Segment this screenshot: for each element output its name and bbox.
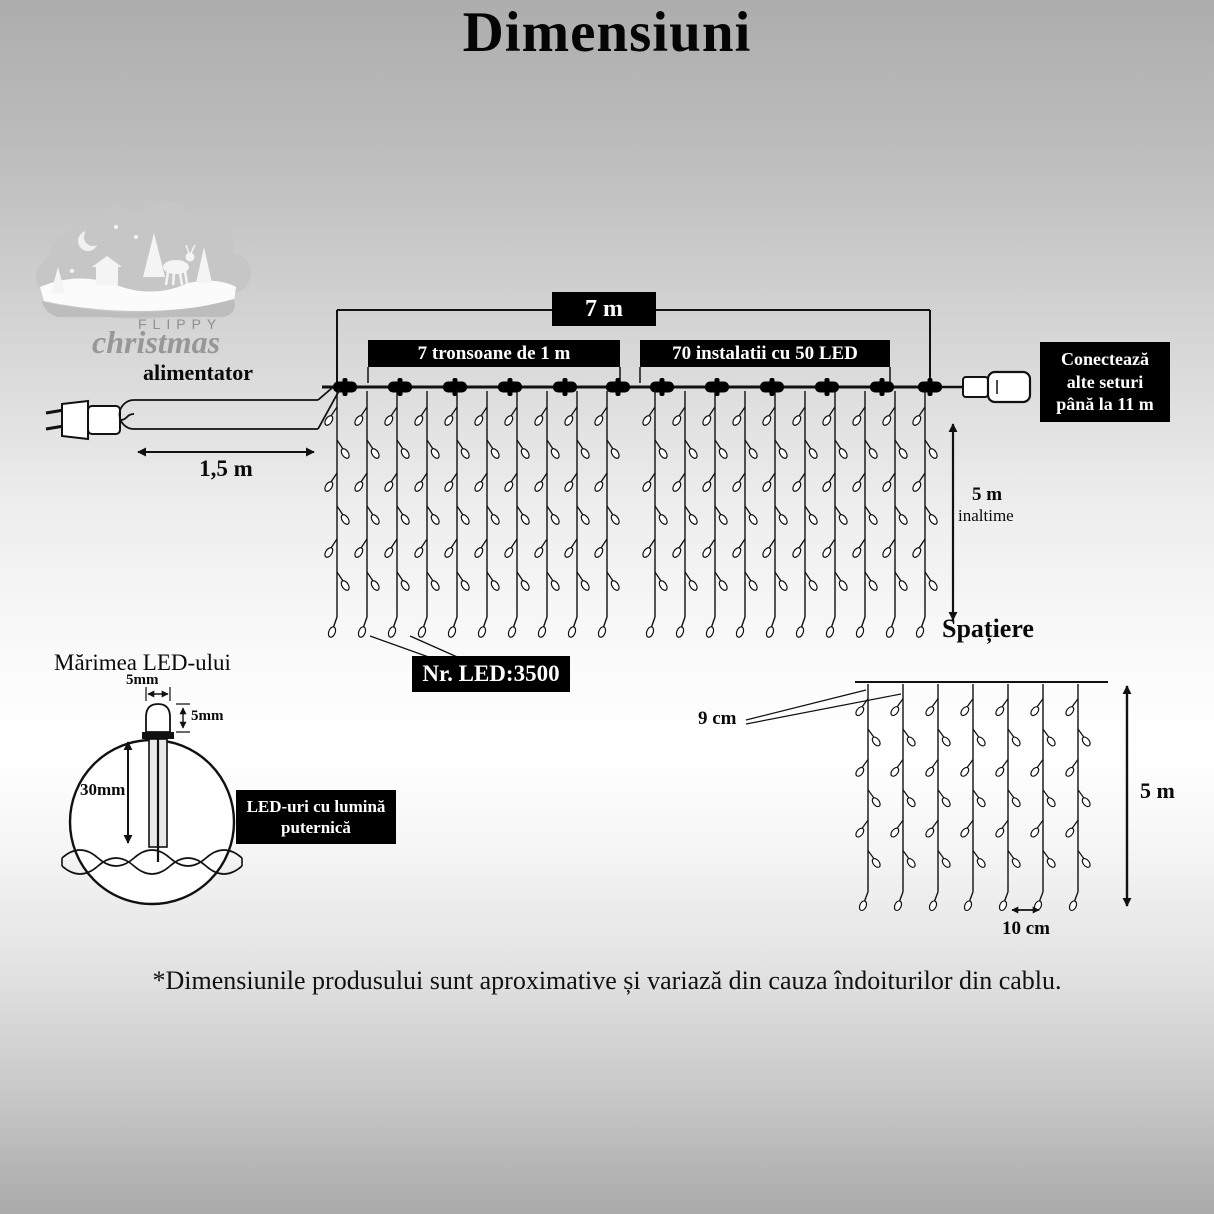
spacing-height-label: 5 m [1140,778,1175,803]
main-curtain-drawing [322,309,942,638]
curtain-height-value: 5 m [972,484,1003,505]
curtain-height-label: 5 m inaltime [958,484,1048,526]
bulb-width-label: 5mm [126,672,159,688]
twisted-wire [61,849,243,867]
bulb-height-label: 5mm [191,708,224,724]
logo-brand-text: FLIPPY [138,316,223,332]
led-bulb [145,703,171,733]
led-count-label: Nr. LED:3500 [412,656,570,692]
total-width-label: 7 m [552,292,656,326]
cable-length-label: 1,5 m [199,456,253,481]
body-length-label: 30mm [80,780,126,799]
power-supply-label: alimentator [143,360,253,385]
top-gap-pointer-lines [745,689,902,725]
strong-light-label: LED-uri cu lumină puternică [236,790,396,844]
page-title: Dimensiuni [462,1,752,64]
logo-winter-scene [36,201,251,319]
connect-note-label: Conectează alte seturi până la 11 m [1040,342,1170,422]
logo-script-text: christmas [92,324,221,360]
sections-label: 7 tronsoane de 1 m [368,340,620,367]
led-size-drawing [61,687,243,906]
spacing-drawing [745,681,1132,914]
installations-label: 70 instalatii cu 50 LED [640,340,890,367]
led-size-title: Mărimea LED-ului [54,650,231,675]
curtain-height-caption: inaltime [958,506,1014,525]
extension-connector-drawing [942,370,1032,404]
bottom-gap-label: 10 cm [1001,918,1050,939]
deer-silhouette [163,244,196,286]
disclaimer-text: *Dimensiunile produsului sunt aproximati… [152,966,1062,995]
top-gap-label: 9 cm [698,708,737,729]
spacing-title: Spațiere [942,614,1034,643]
power-plug-drawing [45,387,341,457]
